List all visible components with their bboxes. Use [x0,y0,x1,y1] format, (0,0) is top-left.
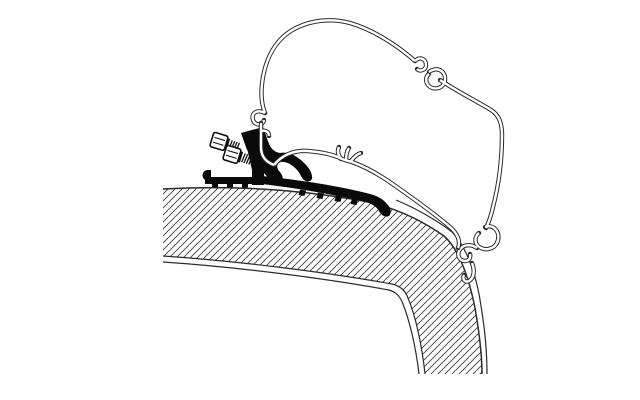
bolt-head [222,144,242,165]
adapter-right-rail [262,176,391,217]
fixing-bolts [209,131,254,165]
adapter-rail-tooth [334,195,342,202]
bolt-collar [237,151,244,163]
awning-profile-lower-core [259,123,461,249]
bolt-head [209,131,229,152]
adapter-rail-tooth [298,189,306,196]
adapter-rail-foot [242,184,248,188]
adapter-rail-foot [212,184,218,188]
adapter-rail-foot [227,184,233,188]
adapter-left-rail [205,177,265,184]
adapter-rail-tooth [316,192,324,199]
roof-inner-skin-line-1 [162,255,426,375]
hex-bolt [222,144,254,165]
roof-inner-skin-line-2 [162,261,420,375]
adapter-rail-tooth [350,198,358,205]
bolt-threads [241,153,254,165]
bolt-threads [228,140,241,152]
roof-top-edge [162,186,483,375]
bolt-head-facets [212,136,226,146]
roof-hatch-area [163,187,482,374]
bolt-head-facets [225,149,239,159]
